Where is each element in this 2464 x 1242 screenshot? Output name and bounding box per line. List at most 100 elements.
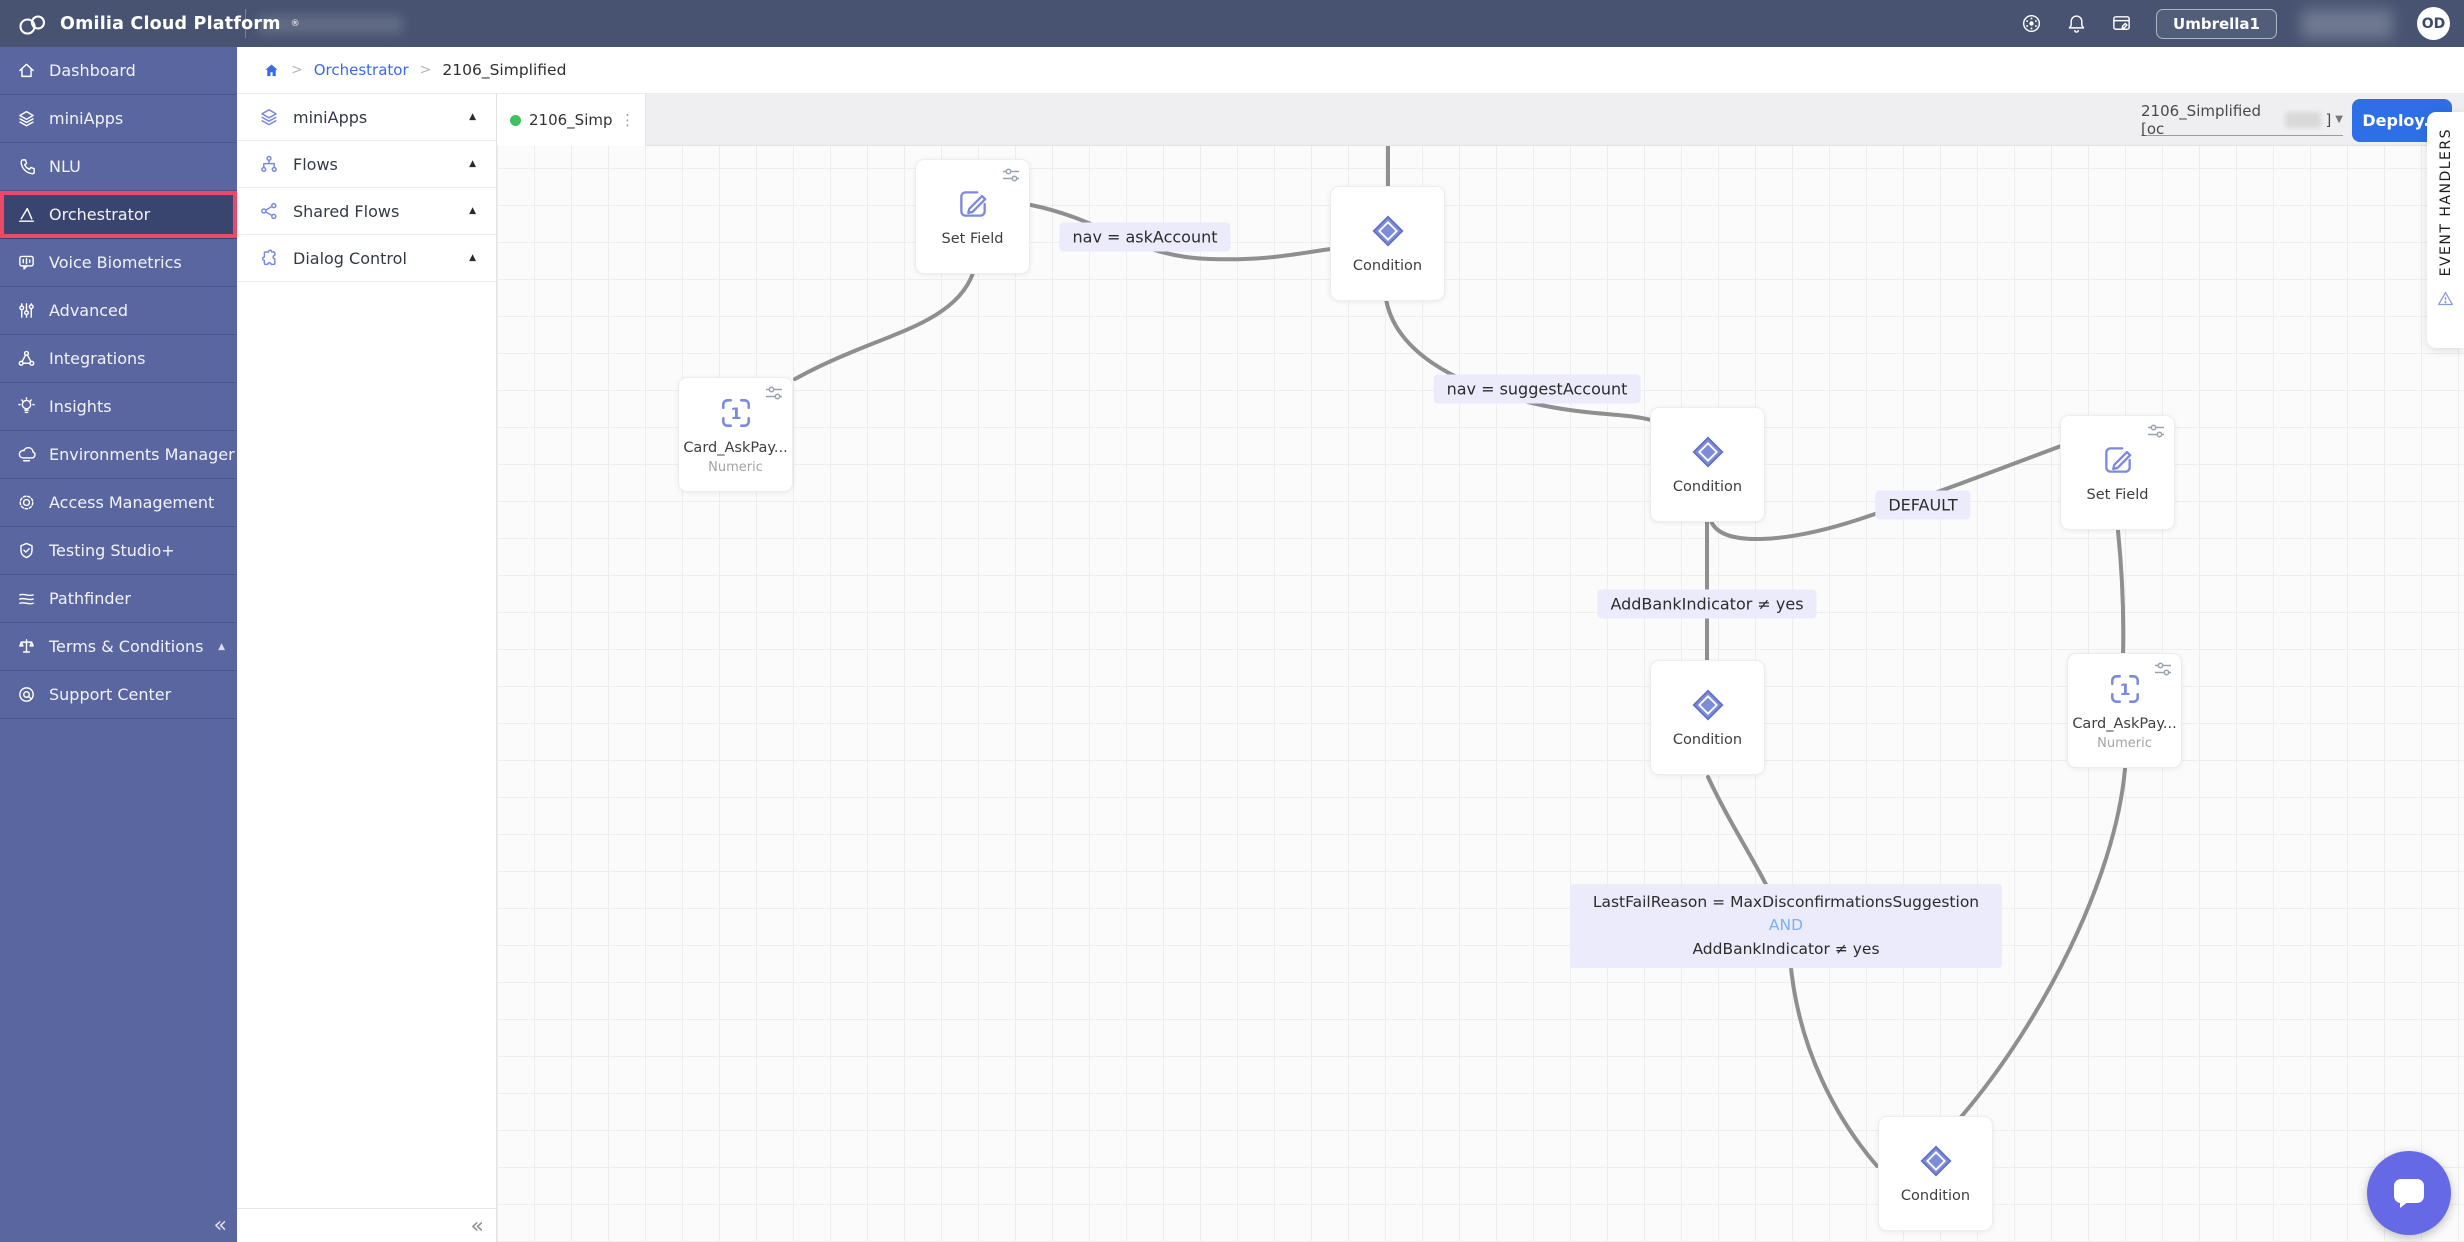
node-condition-1[interactable]: Condition	[1330, 186, 1445, 301]
node-condition-3[interactable]: Condition	[1650, 660, 1765, 775]
node-set-field-1[interactable]: Set Field	[915, 159, 1030, 274]
warning-icon	[2438, 292, 2453, 306]
sidebar-item-orchestrator[interactable]: Orchestrator	[0, 191, 237, 239]
explorer-item-miniapps[interactable]: miniApps ▲	[237, 94, 496, 141]
notifications-bell-icon[interactable]	[2066, 13, 2087, 34]
edge-label-nav-askaccount[interactable]: nav = askAccount	[1059, 222, 1231, 252]
sidebar-item-voice-biometrics[interactable]: Voice Biometrics	[0, 239, 237, 287]
sidebar-collapse-button[interactable]: «	[213, 1213, 227, 1238]
flow-edge[interactable]	[793, 271, 975, 381]
chat-widget-button[interactable]	[2367, 1151, 2451, 1235]
dropdown-arrow-icon: ▼	[2335, 114, 2343, 125]
sliders-icon	[17, 301, 36, 320]
node-settings-icon[interactable]	[2146, 423, 2166, 439]
collapse-caret-icon[interactable]: ▲	[469, 159, 476, 169]
node-type-label: Numeric	[2097, 735, 2152, 751]
version-select[interactable]: 2106_Simplified [oc ] ▼	[2141, 102, 2343, 138]
sidebar-label: Insights	[49, 397, 112, 416]
redacted-username	[2301, 8, 2393, 39]
sidebar-item-integrations[interactable]: Integrations	[0, 335, 237, 383]
edge-label-lastfailreason-condition[interactable]: LastFailReason = MaxDisconfirmationsSugg…	[1570, 884, 2002, 968]
explorer-item-flows[interactable]: Flows ▲	[237, 141, 496, 188]
flow-canvas[interactable]: 2106_Simp... ⋮ 2106_Simplified [oc ] ▼ D…	[497, 94, 2464, 1242]
flow-edge[interactable]	[1959, 767, 2127, 1119]
tab-kebab-menu-icon[interactable]: ⋮	[620, 111, 635, 129]
sidebar-label: Support Center	[49, 685, 172, 704]
node-condition-4[interactable]: Condition	[1878, 1116, 1993, 1231]
condition-line-2: AddBankIndicator ≠ yes	[1692, 939, 1880, 958]
phone-icon	[17, 157, 36, 176]
lightbulb-icon	[17, 397, 36, 416]
orchestrator-icon	[17, 205, 36, 224]
scales-icon	[17, 637, 36, 656]
explorer-label: Dialog Control	[293, 248, 407, 268]
node-label: Condition	[1672, 732, 1743, 748]
collapse-caret-icon[interactable]: ▲	[469, 206, 476, 216]
canvas-tab-strip: 2106_Simp... ⋮	[497, 94, 2464, 146]
tab-2106-simplified[interactable]: 2106_Simp... ⋮	[497, 94, 646, 146]
cloud-logo-icon	[19, 14, 46, 35]
sidebar-item-terms-conditions[interactable]: Terms & Conditions ▲	[0, 623, 237, 671]
sidebar-item-advanced[interactable]: Advanced	[0, 287, 237, 335]
edge-label-nav-suggestaccount[interactable]: nav = suggestAccount	[1433, 374, 1641, 404]
explorer-item-shared-flows[interactable]: Shared Flows ▲	[237, 188, 496, 235]
edge-label-default[interactable]: DEFAULT	[1875, 490, 1971, 520]
home-icon	[17, 61, 36, 80]
settings-icon[interactable]	[2021, 13, 2042, 34]
sidebar-label: miniApps	[49, 109, 124, 128]
node-label: Condition	[1900, 1188, 1971, 1204]
collapse-caret-icon[interactable]: ▲	[469, 112, 476, 122]
event-handlers-panel[interactable]: EVENT HANDLERS	[2427, 112, 2464, 348]
explorer-collapse-button[interactable]: «	[470, 1214, 484, 1239]
node-card-askpay-1[interactable]: 1 Card_AskPay... Numeric	[678, 377, 793, 492]
puzzle-icon	[259, 248, 279, 268]
explorer-item-dialog-control[interactable]: Dialog Control ▲	[237, 235, 496, 282]
node-label: Set Field	[941, 231, 1004, 247]
flow-edge[interactable]	[1706, 775, 1879, 1168]
network-icon	[17, 349, 36, 368]
set-field-icon	[955, 186, 991, 222]
condition-diamond-icon	[1370, 213, 1406, 249]
flow-edge[interactable]	[1029, 203, 1333, 262]
user-avatar[interactable]: OD	[2417, 7, 2450, 40]
sidebar-item-testing-studio[interactable]: Testing Studio+	[0, 527, 237, 575]
node-settings-icon[interactable]	[2153, 661, 2173, 677]
edge-label-addbankindicator[interactable]: AddBankIndicator ≠ yes	[1597, 589, 1817, 619]
sidebar-label: Dashboard	[49, 61, 136, 80]
redacted-version-text	[2285, 111, 2322, 128]
home-icon[interactable]	[263, 62, 280, 79]
version-select-suffix: ]	[2325, 110, 2332, 129]
sidebar-item-nlu[interactable]: NLU	[0, 143, 237, 191]
sidebar-item-pathfinder[interactable]: Pathfinder	[0, 575, 237, 623]
collapse-caret-icon[interactable]: ▲	[469, 253, 476, 263]
condition-operator: AND	[1768, 916, 1804, 935]
sidebar-item-miniapps[interactable]: miniApps	[0, 95, 237, 143]
node-settings-icon[interactable]	[764, 385, 784, 401]
node-card-askpay-2[interactable]: 1 Card_AskPay... Numeric	[2067, 653, 2182, 768]
node-set-field-2[interactable]: Set Field	[2060, 415, 2175, 530]
node-condition-2[interactable]: Condition	[1650, 407, 1765, 522]
sidebar-label: Access Management	[49, 493, 215, 512]
sidebar-label: Testing Studio+	[49, 541, 175, 560]
sidebar-item-insights[interactable]: Insights	[0, 383, 237, 431]
sidebar: Dashboard miniApps NLU Orchestrator Voic…	[0, 47, 237, 1242]
sidebar-item-environments-manager[interactable]: Environments Manager	[0, 431, 237, 479]
numeric-miniapp-icon: 1	[718, 395, 754, 431]
condition-diamond-icon	[1690, 687, 1726, 723]
breadcrumb-separator: >	[419, 62, 432, 78]
flow-explorer-panel: miniApps ▲ Flows ▲ Shared Flows ▲ Dialog…	[237, 94, 497, 1242]
sidebar-item-dashboard[interactable]: Dashboard	[0, 47, 237, 95]
node-settings-icon[interactable]	[1001, 167, 1021, 183]
release-notes-icon[interactable]	[2111, 13, 2132, 34]
topbar: Omilia Cloud Platform ® Umbrella1 OD	[0, 0, 2464, 47]
breadcrumb-link-orchestrator[interactable]: Orchestrator	[313, 61, 409, 79]
organization-select[interactable]: Umbrella1	[2156, 8, 2277, 39]
sidebar-item-access-management[interactable]: Access Management	[0, 479, 237, 527]
set-field-icon	[2100, 442, 2136, 478]
sidebar-item-support-center[interactable]: Support Center	[0, 671, 237, 719]
organization-name: Umbrella1	[2173, 14, 2260, 33]
collapse-caret-icon[interactable]: ▲	[218, 641, 225, 652]
flow-edge[interactable]	[1709, 444, 2063, 542]
flow-edge[interactable]	[2116, 529, 2126, 656]
